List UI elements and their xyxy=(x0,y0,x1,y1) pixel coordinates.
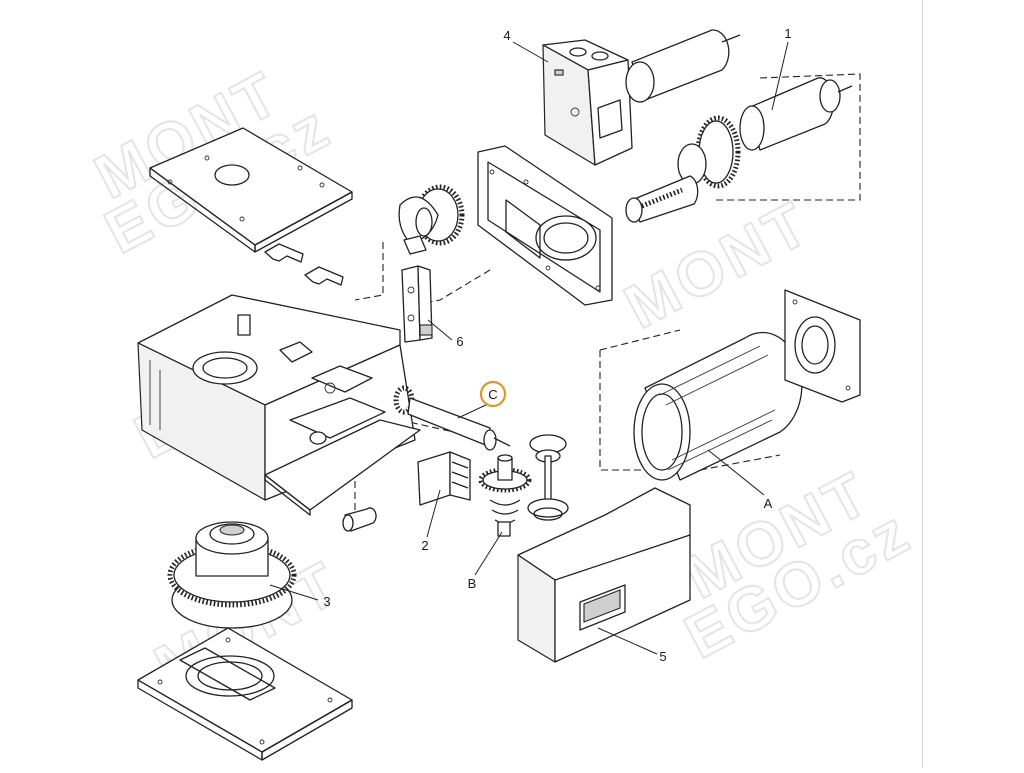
callout-label-3[interactable]: 3 xyxy=(323,594,330,609)
worm-shaft-part-1 xyxy=(625,77,853,223)
small-bushing-part xyxy=(342,507,377,532)
leader-lines xyxy=(269,41,789,655)
cover-plate-part xyxy=(149,127,353,253)
cover-housing-part-5 xyxy=(517,487,691,663)
callout-label-B[interactable]: B xyxy=(468,576,477,591)
clip-parts xyxy=(264,243,344,286)
page-border-line xyxy=(922,0,923,768)
gear-segment-part xyxy=(398,184,465,255)
gear-spindle-part-B xyxy=(478,454,532,537)
callout-label-4[interactable]: 4 xyxy=(503,28,510,43)
end-flange-part xyxy=(784,289,861,403)
large-gear-part-3 xyxy=(167,521,297,629)
connector-part-2 xyxy=(417,451,471,506)
callout-c-highlight-ring[interactable] xyxy=(479,380,507,408)
callout-label-6[interactable]: 6 xyxy=(456,334,463,349)
callout-label-C[interactable]: C xyxy=(488,387,497,402)
callout-label-5[interactable]: 5 xyxy=(659,649,666,664)
callout-label-1[interactable]: 1 xyxy=(784,26,791,41)
gearbox-cover-part xyxy=(477,145,613,306)
motor-base-plate xyxy=(264,419,421,516)
base-housing-part xyxy=(137,627,353,761)
block-part-4 xyxy=(542,39,633,166)
pulley-shaft-part xyxy=(527,434,569,521)
callout-label-2[interactable]: 2 xyxy=(421,538,428,553)
callout-label-A[interactable]: A xyxy=(764,496,773,511)
output-shaft-part-C xyxy=(393,385,511,451)
bracket-part-6 xyxy=(401,265,433,343)
small-motor-cylinder xyxy=(625,29,741,103)
